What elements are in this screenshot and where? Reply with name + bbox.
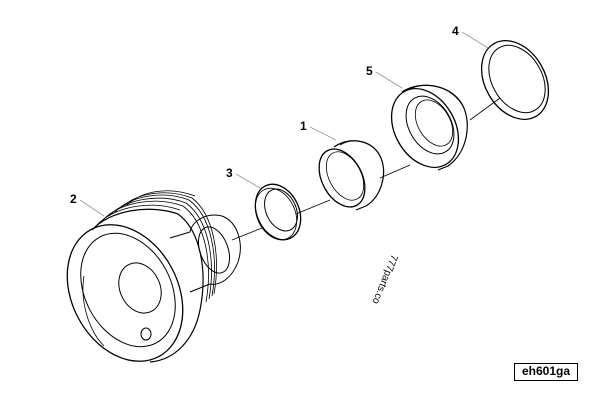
watermark-text: 777parts.co <box>369 253 399 306</box>
leader-line-1 <box>309 126 337 141</box>
washer-part-3 <box>254 183 302 241</box>
sleeve-part-1 <box>318 140 385 211</box>
callout-5: 5 <box>366 64 373 78</box>
leader-line-2 <box>79 199 105 217</box>
leader-line-3 <box>235 173 261 189</box>
leader-line-4 <box>461 31 489 49</box>
callout-4: 4 <box>452 24 459 38</box>
callout-3: 3 <box>226 166 233 180</box>
pulley-part-2 <box>66 190 241 363</box>
callout-2: 2 <box>70 192 77 206</box>
figure-id-label: eh601ga <box>514 363 578 381</box>
seal-part-5 <box>390 84 468 171</box>
oring-part-4 <box>480 40 550 120</box>
assembly-axis-line <box>231 97 501 241</box>
leader-line-5 <box>375 71 403 89</box>
callout-1: 1 <box>300 119 307 133</box>
